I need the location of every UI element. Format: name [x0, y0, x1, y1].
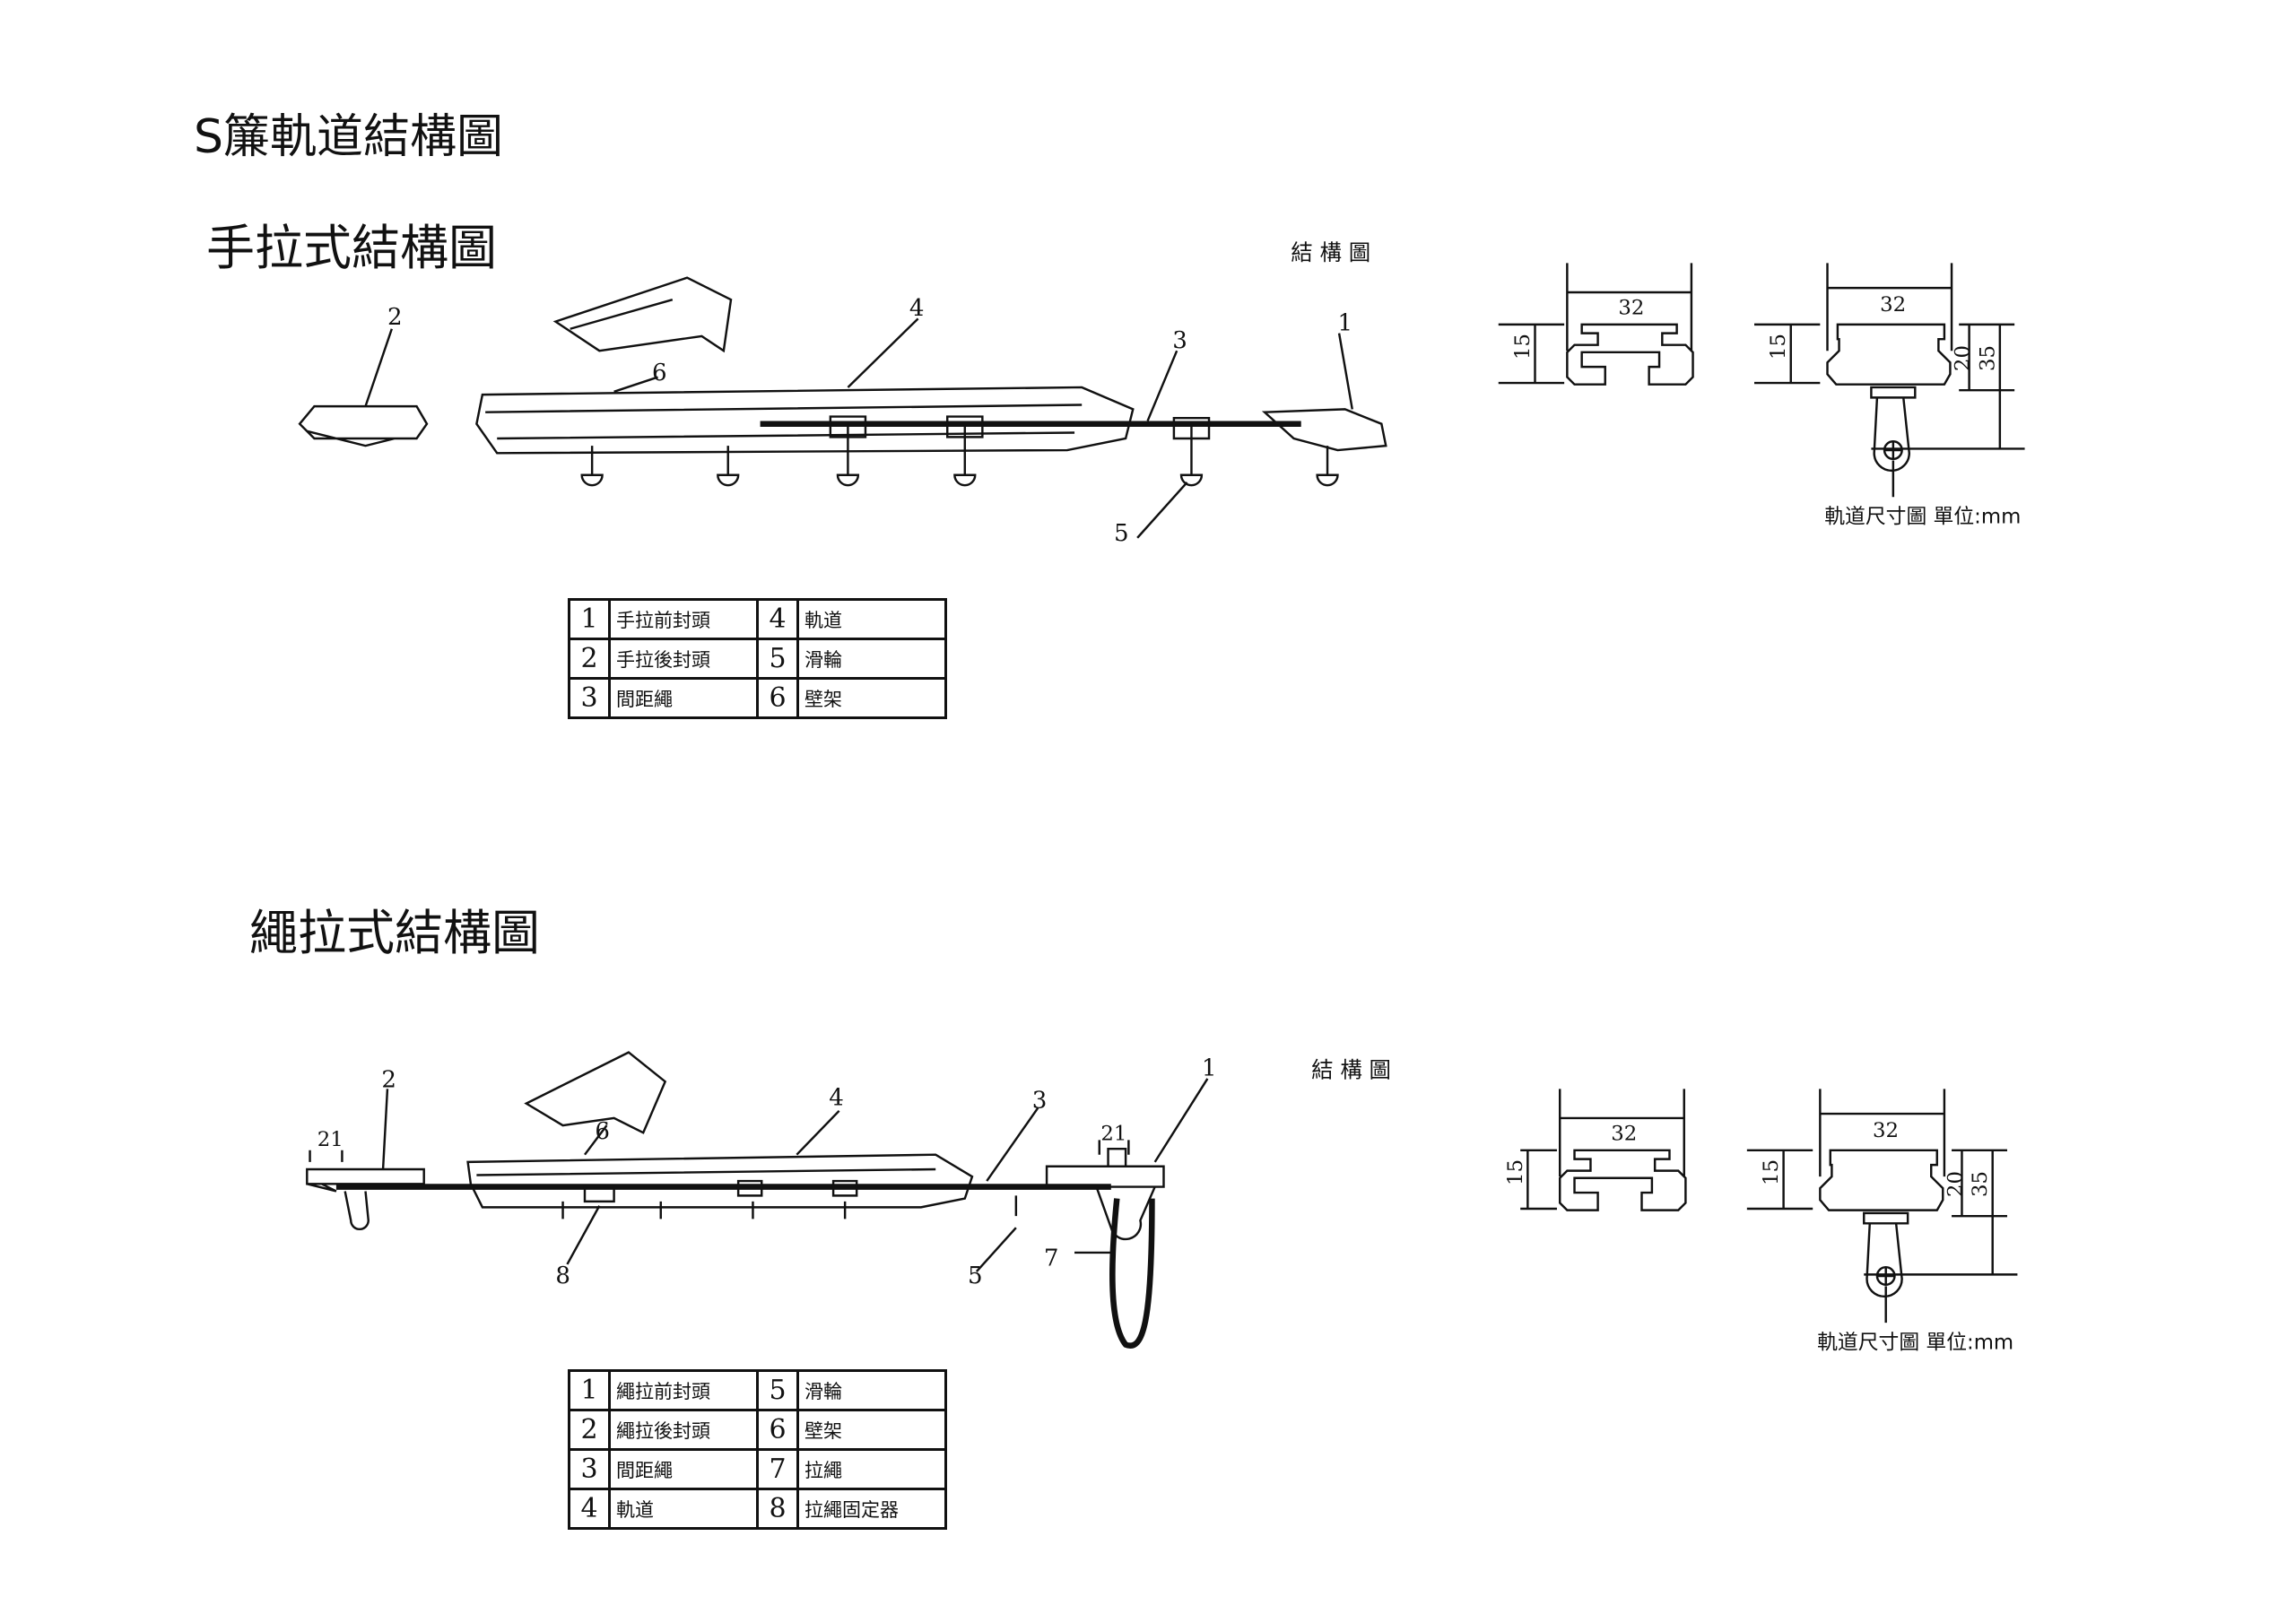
dim-width-2: 32: [1880, 293, 1906, 317]
dim-height-2: 15: [1760, 1159, 1783, 1185]
part-name: 壁架: [796, 677, 947, 719]
gliders: [580, 415, 1339, 487]
dim-height: 15: [1511, 334, 1535, 360]
dim-glider-height: 20: [1952, 345, 1975, 371]
part-name: 拉繩: [796, 1448, 947, 1490]
callout-1: 1: [1202, 1055, 1217, 1082]
callout-1: 1: [1337, 309, 1352, 336]
dim-height-2: 15: [1767, 334, 1790, 360]
part-number: 8: [756, 1488, 799, 1530]
part-number: 7: [756, 1448, 799, 1490]
manual-rail-drawing: 結 構 圖 1 2 3 4 5 6: [298, 239, 1387, 547]
part-name: 拉繩固定器: [796, 1488, 947, 1530]
dim-total-height: 35: [1976, 345, 1999, 371]
callout-3: 3: [1172, 327, 1187, 354]
callout-4: 4: [829, 1084, 844, 1111]
callout-8: 8: [555, 1263, 570, 1289]
part-name: 滑輪: [796, 638, 947, 680]
dim-glider-height: 20: [1944, 1171, 1967, 1197]
part-number: 6: [756, 677, 799, 719]
cord-dimension-drawing: 32 32 15 15 20 35 軌道尺寸圖 單位:mm: [1504, 1089, 2018, 1354]
dim-width: 32: [1611, 1122, 1637, 1145]
part-number: 3: [568, 1448, 611, 1490]
manual-section-heading: 手拉式結構圖: [206, 220, 497, 276]
part-name: 軌道: [608, 1488, 759, 1530]
part-number: 6: [756, 1409, 799, 1451]
part-name: 繩拉後封頭: [608, 1409, 759, 1451]
callout-4: 4: [909, 295, 925, 322]
callout-21-front: 21: [1100, 1122, 1126, 1145]
part-number: 1: [568, 598, 611, 640]
part-name: 間距繩: [608, 1448, 759, 1490]
part-number: 2: [568, 1409, 611, 1451]
manual-diagram-label: 結 構 圖: [1291, 239, 1370, 265]
dim-width: 32: [1618, 296, 1644, 319]
callout-5: 5: [968, 1263, 983, 1289]
part-name: 繩拉前封頭: [608, 1369, 759, 1411]
part-number: 5: [756, 638, 799, 680]
cord-rail-drawing: 結 構 圖 1 2 3 4 5 6 7 8 21 21: [306, 1051, 1391, 1349]
part-number: 3: [568, 677, 611, 719]
part-name: 軌道: [796, 598, 947, 640]
part-name: 手拉後封頭: [608, 638, 759, 680]
part-number: 4: [756, 598, 799, 640]
manual-dimension-drawing: 32 32 15 15 20 35 軌道尺寸圖 單位:mm: [1498, 263, 2025, 529]
cord-section-heading: 繩拉式結構圖: [249, 905, 540, 961]
part-name: 壁架: [796, 1409, 947, 1451]
callout-5: 5: [1114, 520, 1129, 547]
part-name: 手拉前封頭: [608, 598, 759, 640]
part-name: 間距繩: [608, 677, 759, 719]
dim-total-height: 35: [1969, 1171, 1992, 1197]
part-number: 5: [756, 1369, 799, 1411]
part-number: 1: [568, 1369, 611, 1411]
dim-width-2: 32: [1873, 1119, 1899, 1142]
callout-2: 2: [381, 1067, 396, 1094]
part-name: 滑輪: [796, 1369, 947, 1411]
part-number: 2: [568, 638, 611, 680]
part-number: 4: [568, 1488, 611, 1530]
callout-21-rear: 21: [317, 1128, 344, 1151]
dim-caption: 軌道尺寸圖 單位:mm: [1817, 1331, 2013, 1354]
dim-height: 15: [1504, 1159, 1527, 1185]
dim-caption: 軌道尺寸圖 單位:mm: [1824, 506, 2021, 529]
callout-3: 3: [1032, 1088, 1048, 1115]
callout-7: 7: [1044, 1245, 1059, 1272]
callout-6: 6: [652, 360, 667, 386]
page-title: S簾軌道結構圖: [194, 110, 504, 164]
callout-6: 6: [595, 1118, 610, 1145]
cord-diagram-label: 結 構 圖: [1311, 1056, 1391, 1082]
callout-2: 2: [387, 304, 403, 331]
